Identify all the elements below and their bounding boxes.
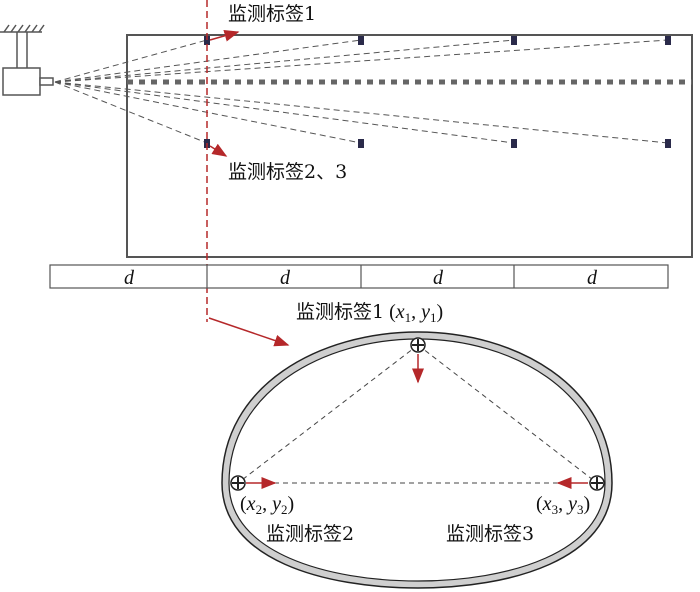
arrow (209, 143, 228, 157)
tag3-label: 监测标签3 (446, 523, 534, 545)
tunnel-longitudinal-view (126, 34, 693, 258)
measurement-lines (237, 344, 598, 484)
target-tag-icon (589, 475, 605, 491)
arrow (208, 317, 290, 347)
spacing-d: d (433, 267, 444, 289)
target-tag-icon (230, 475, 246, 491)
camera-rays (54, 39, 669, 144)
spacing-d: d (124, 267, 135, 289)
tag2-label: 监测标签2 (266, 523, 354, 545)
coord2-label: (x2, y2) (240, 493, 294, 517)
spacing-bar (49, 264, 669, 289)
spacing-d: d (587, 267, 598, 289)
camera-icon (0, 24, 54, 96)
arrow (209, 29, 240, 42)
tag1-label: 监测标签1 (x1, y1) (296, 301, 443, 325)
monitoring-tags (204, 36, 671, 148)
tag1-top-label: 监测标签1 (228, 3, 316, 25)
spacing-d: d (280, 267, 291, 289)
target-tag-icon (410, 337, 426, 353)
tag23-top-label: 监测标签2、3 (228, 161, 347, 183)
coord3-label: (x3, y3) (536, 493, 590, 517)
